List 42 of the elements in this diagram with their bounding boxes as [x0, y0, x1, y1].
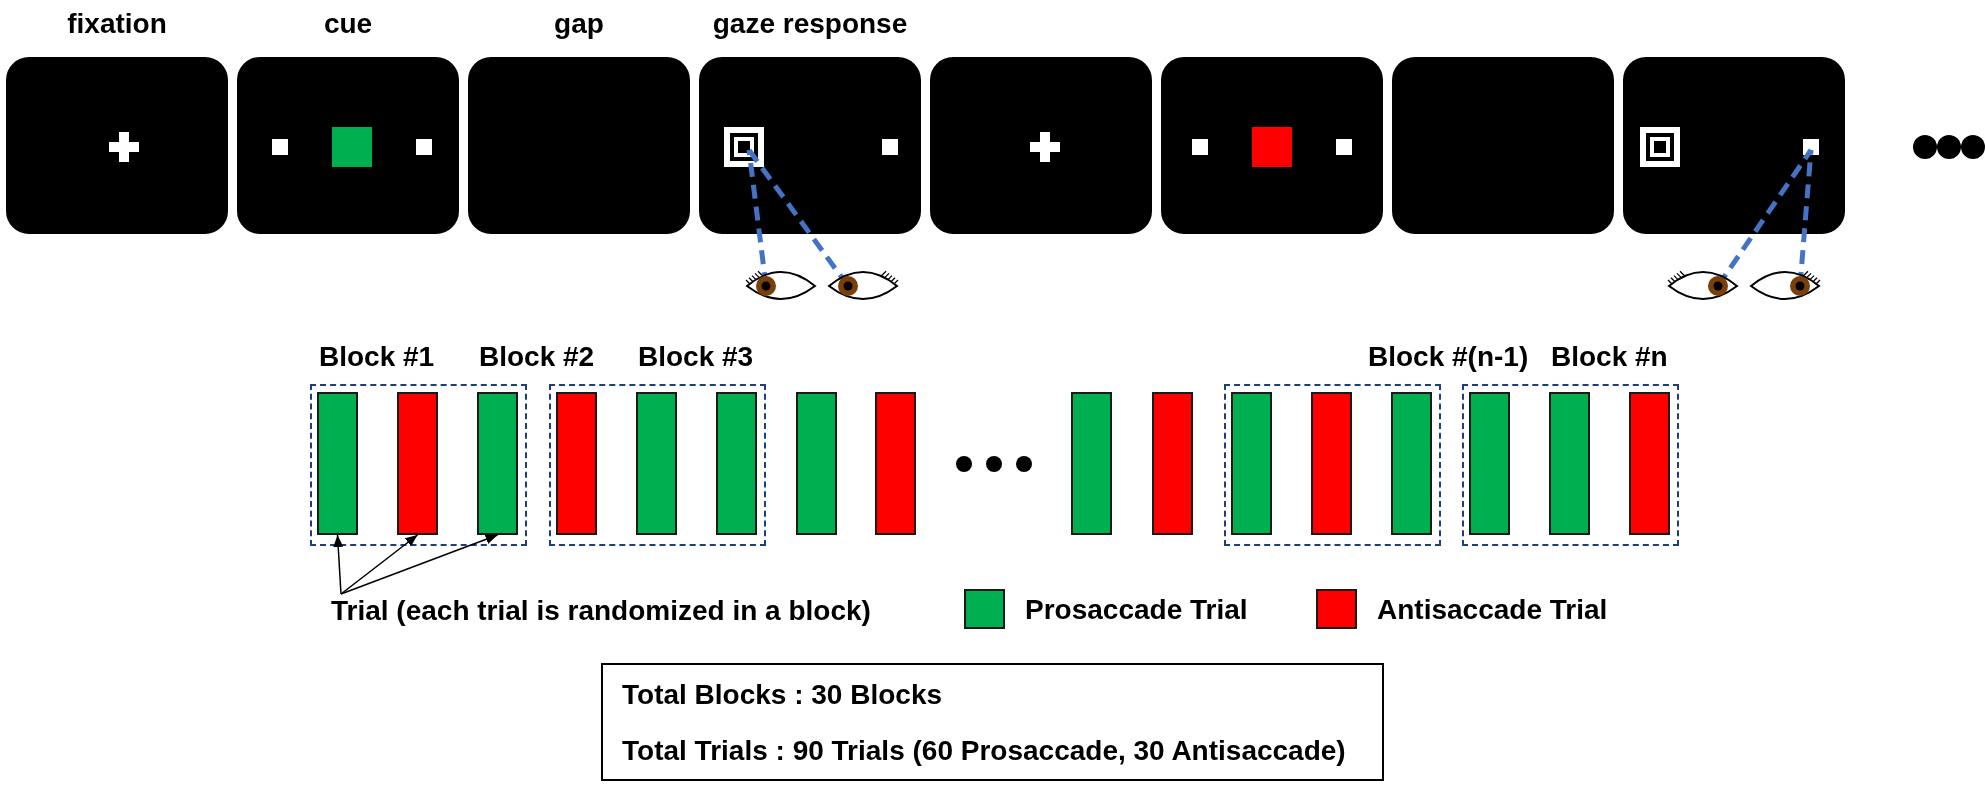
trial-bar — [556, 392, 597, 535]
screen-label: gaze response — [712, 7, 908, 40]
leader-arrow — [340, 534, 419, 595]
trial-bar — [636, 392, 677, 535]
display-screen — [927, 54, 1155, 237]
display-screen — [1620, 54, 1848, 237]
trial-bar — [1071, 392, 1112, 535]
trial-bar — [1549, 392, 1590, 535]
trial-bar — [477, 392, 518, 535]
trial-bar — [1231, 392, 1272, 535]
block-label: Block #1 — [319, 340, 435, 373]
display-screen — [1158, 54, 1386, 237]
summary-line: Total Trials : 90 Trials (60 Prosaccade, 30 Antisaccade) — [622, 734, 1346, 767]
block-label: Block #2 — [479, 340, 595, 373]
trial-bar — [1311, 392, 1352, 535]
block-frame — [1462, 384, 1679, 546]
legend-label: Prosaccade Trial — [1025, 593, 1248, 626]
leader-arrow — [333, 534, 344, 595]
block-frame — [549, 384, 766, 546]
legend-label: Antisaccade Trial — [1377, 593, 1608, 626]
trial-bar — [875, 392, 916, 535]
screen-label: fixation — [67, 7, 167, 40]
screen-label: gap — [554, 7, 604, 40]
summary-line: Total Blocks : 30 Blocks — [622, 678, 943, 711]
block-frame — [1224, 384, 1441, 546]
trial-note: Trial (each trial is randomized in a block) — [331, 594, 871, 627]
trial-bar — [397, 392, 438, 535]
block-label: Block #3 — [638, 340, 754, 373]
screen-label: cue — [323, 7, 373, 40]
trial-bar — [1469, 392, 1510, 535]
display-screen — [1389, 54, 1617, 237]
trial-bar — [716, 392, 757, 535]
block-label: Block #n — [1551, 340, 1668, 373]
block-frame — [310, 384, 527, 546]
leader-arrow — [340, 534, 499, 595]
trial-bar — [1152, 392, 1193, 535]
summary-panel — [601, 663, 1384, 781]
trial-bar — [317, 392, 358, 535]
trial-bar — [1629, 392, 1670, 535]
block-label: Block #(n-1) — [1368, 340, 1529, 373]
trial-bar — [796, 392, 837, 535]
trial-bar — [1391, 392, 1432, 535]
